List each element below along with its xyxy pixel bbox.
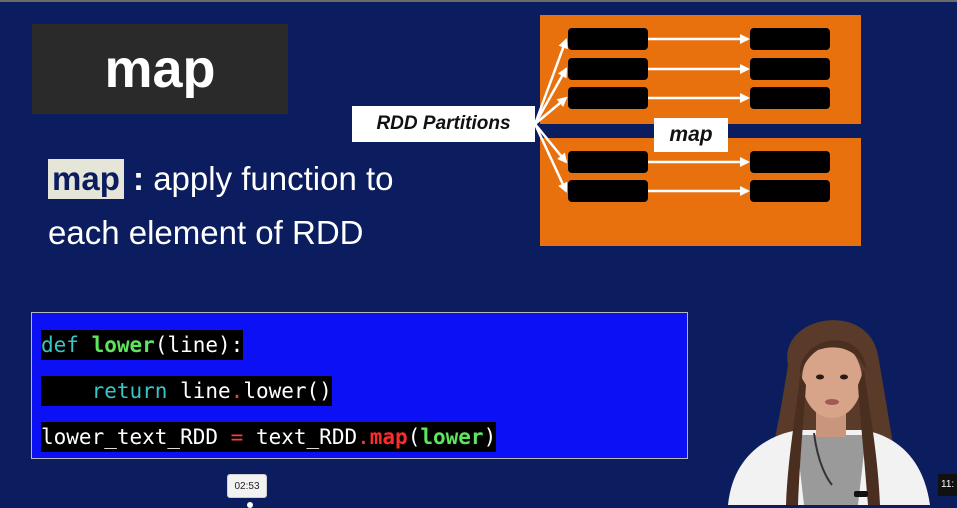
input-partition-4	[568, 151, 648, 173]
partition-arrow-5	[533, 123, 568, 193]
description-line-1: map : apply function to	[48, 152, 394, 206]
output-partition-2	[750, 58, 830, 80]
top-border	[0, 0, 957, 2]
output-partition-4	[750, 151, 830, 173]
input-partition-1	[568, 28, 648, 50]
code-paren-open: (	[407, 425, 421, 449]
code-indent	[41, 379, 92, 403]
slide-title-box: map	[32, 24, 288, 114]
map-operation-label: map	[654, 118, 728, 152]
code-assign-target: lower_text_RDD	[41, 425, 231, 449]
partition-arrow-2	[533, 67, 568, 125]
output-partition-1	[750, 28, 830, 50]
input-partition-5	[568, 180, 648, 202]
code-equals: =	[230, 425, 244, 449]
code-return-var: line	[167, 379, 231, 403]
rdd-partitions-label: RDD Partitions	[352, 106, 535, 142]
code-dot: .	[230, 379, 244, 403]
code-line-3: lower_text_RDD = text_RDD.map(lower)	[41, 422, 497, 452]
hover-time-tooltip: 02:53	[227, 474, 267, 498]
output-partition-3	[750, 87, 830, 109]
partition-arrow-1	[533, 38, 568, 125]
code-map-arg: lower	[420, 425, 484, 449]
description-line-2: each element of RDD	[48, 214, 364, 251]
partition-group-bottom	[540, 138, 861, 246]
input-partition-3	[568, 87, 648, 109]
code-keyword-def: def	[41, 333, 79, 357]
presenter-video	[728, 320, 930, 505]
progress-scrubber-handle[interactable]	[247, 502, 253, 508]
description-colon: :	[123, 160, 145, 197]
code-lower-call: lower()	[243, 379, 332, 403]
code-keyword-return: return	[91, 379, 168, 403]
partition-group-top	[540, 15, 861, 124]
code-function-name: lower	[91, 333, 155, 357]
code-map-call: map	[369, 425, 408, 449]
code-source-rdd: text_RDD	[243, 425, 358, 449]
code-dot: .	[357, 425, 370, 449]
code-block: def lower(line): return line.lower() low…	[31, 312, 688, 459]
description-keyword: map	[48, 159, 124, 199]
duration-label: 11:	[938, 474, 957, 496]
code-params: (line):	[154, 333, 244, 357]
description-text-1: apply function to	[144, 160, 394, 197]
partition-arrow-4	[534, 123, 568, 164]
code-line-1: def lower(line):	[41, 330, 244, 360]
input-partition-2	[568, 58, 648, 80]
code-paren-close: )	[483, 425, 497, 449]
output-partition-5	[750, 180, 830, 202]
slide-title: map	[104, 39, 216, 99]
code-line-2: return line.lower()	[41, 376, 332, 406]
slide-description: map : apply function to each element of …	[48, 152, 394, 260]
partition-arrow-3	[534, 96, 568, 125]
